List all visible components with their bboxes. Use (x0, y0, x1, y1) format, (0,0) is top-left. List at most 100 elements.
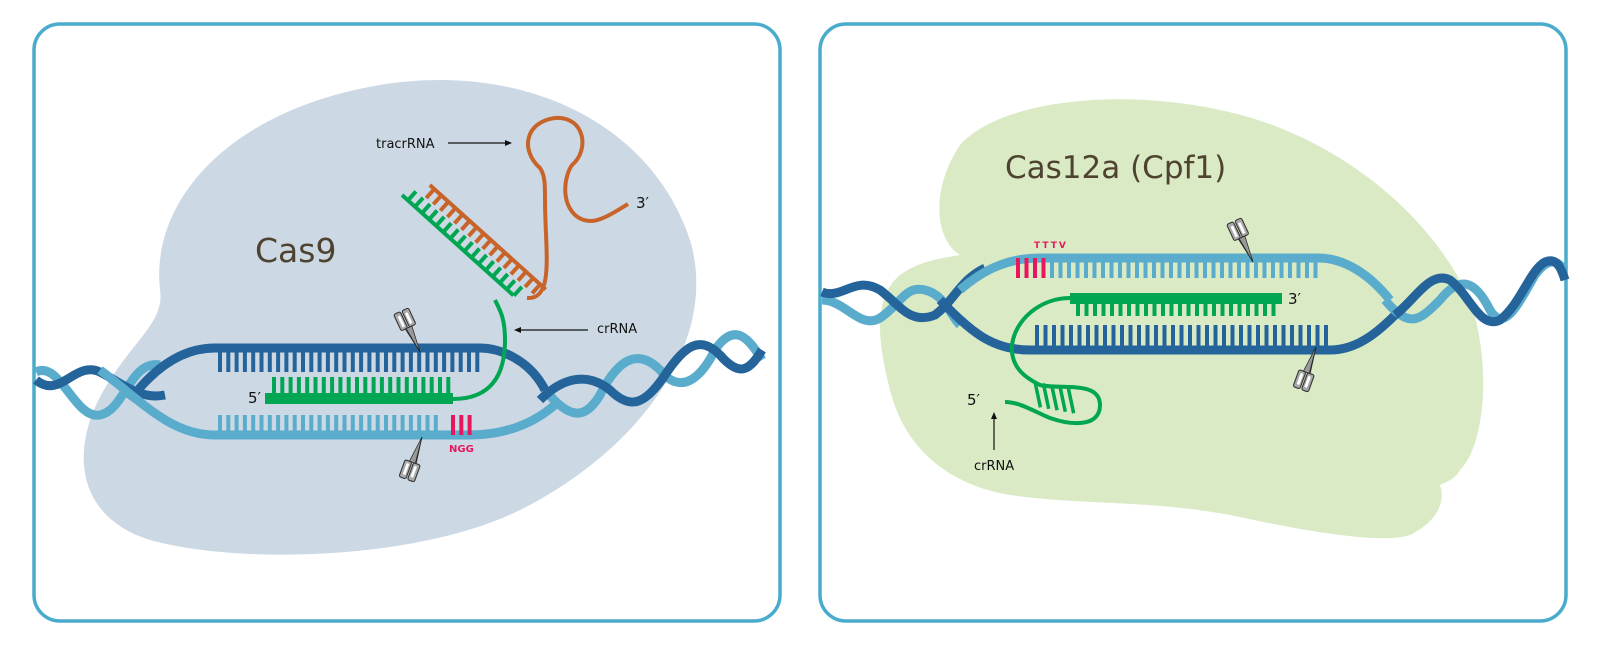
cas9-crrna-bases (272, 377, 451, 395)
base-pair (251, 415, 256, 435)
cas12a-panel: Cas12a (Cpf1) TTTV 3′ 5′ crRNA (818, 22, 1570, 623)
base-pair (272, 377, 276, 395)
base-pair (392, 350, 397, 372)
base-pair (334, 415, 339, 435)
base-pair (321, 377, 326, 395)
base-pair (280, 377, 285, 395)
base-pair (417, 415, 422, 435)
base-pair (1135, 298, 1140, 316)
base-pair (1324, 325, 1328, 347)
base-pair (325, 350, 330, 372)
base-pair (226, 415, 231, 435)
base-pair (1290, 325, 1294, 347)
base-pair (1288, 258, 1292, 278)
base-pair (1194, 258, 1199, 278)
base-pair (1075, 258, 1080, 278)
base-pair (388, 377, 393, 395)
base-pair (251, 350, 256, 372)
cas12a-five-prime-label: 5′ (967, 391, 981, 409)
base-pair (462, 240, 474, 253)
base-pair (1315, 325, 1320, 347)
base-pair (1084, 298, 1089, 316)
base-pair (1305, 258, 1309, 278)
base-pair (1186, 298, 1191, 316)
base-pair (1101, 298, 1106, 316)
base-pair (1237, 298, 1242, 316)
base-pair (301, 415, 305, 435)
base-pair (1093, 298, 1097, 316)
base-pair (1179, 325, 1184, 347)
pam-base (1041, 258, 1046, 278)
base-pair (1092, 258, 1097, 278)
base-pair (218, 350, 222, 372)
base-pair (474, 232, 486, 244)
base-pair (350, 415, 355, 435)
base-pair (1067, 258, 1071, 278)
base-pair (342, 350, 347, 372)
base-pair (242, 350, 247, 372)
base-pair (1109, 258, 1114, 278)
base-pair (1273, 325, 1277, 347)
base-pair (384, 350, 388, 372)
base-pair (1186, 258, 1190, 278)
cas9-tracrrna-strand (526, 115, 630, 301)
base-pair (512, 285, 524, 298)
base-pair (1171, 325, 1175, 347)
base-pair (1137, 325, 1141, 347)
base-pair (1220, 298, 1225, 316)
base-pair (1066, 387, 1076, 414)
base-pair (355, 377, 359, 395)
base-pair (309, 350, 314, 372)
base-pair (234, 415, 239, 435)
base-pair (1160, 258, 1165, 278)
base-pair (325, 415, 330, 435)
pam-base (1024, 258, 1029, 278)
base-pair (1084, 258, 1088, 278)
base-pair (431, 194, 443, 206)
base-pair (429, 377, 434, 395)
base-pair (1220, 258, 1224, 278)
base-pair (1203, 258, 1207, 278)
base-pair (1161, 298, 1165, 316)
base-pair (1296, 258, 1301, 278)
base-pair (445, 206, 457, 219)
cas9-crrna-linker (452, 299, 508, 401)
cas12a-top-strand-bases (1050, 258, 1318, 278)
cas9-crrna-label: crRNA (597, 322, 637, 337)
base-pair (1144, 298, 1148, 316)
cas12a-target-strand-bottom (936, 296, 1399, 355)
cas9-panel: Cas9 NGG trac (32, 22, 782, 623)
base-pair (1247, 325, 1252, 347)
base-pair (1222, 325, 1226, 347)
base-pair (338, 377, 343, 395)
base-pair (292, 415, 297, 435)
cas12a-protein-body (880, 99, 1484, 539)
base-pair (367, 415, 372, 435)
base-pair (488, 244, 500, 257)
base-pair (1264, 325, 1269, 347)
cas12a-pam-bars (1016, 258, 1046, 278)
base-pair (1126, 258, 1131, 278)
cas9-crrna-spacer (265, 393, 453, 404)
base-pair (1230, 325, 1235, 347)
cas9-pam-label: NGG (449, 444, 474, 455)
base-pair (498, 272, 510, 285)
base-pair (460, 219, 472, 232)
base-pair (413, 377, 418, 395)
base-pair (475, 350, 480, 372)
base-pair (1211, 258, 1216, 278)
cas12a-dna-helix-right (1381, 256, 1570, 327)
base-pair (1196, 325, 1201, 347)
base-pair (421, 377, 426, 395)
base-pair (400, 350, 405, 372)
base-pair (330, 377, 335, 395)
base-pair (1239, 325, 1243, 347)
base-pair (296, 377, 301, 395)
cas9-title: Cas9 (255, 231, 336, 270)
base-pair (446, 377, 451, 395)
arrowhead-icon (505, 140, 512, 146)
base-pair (259, 415, 264, 435)
pam-base (459, 415, 464, 435)
base-pair (1254, 258, 1258, 278)
